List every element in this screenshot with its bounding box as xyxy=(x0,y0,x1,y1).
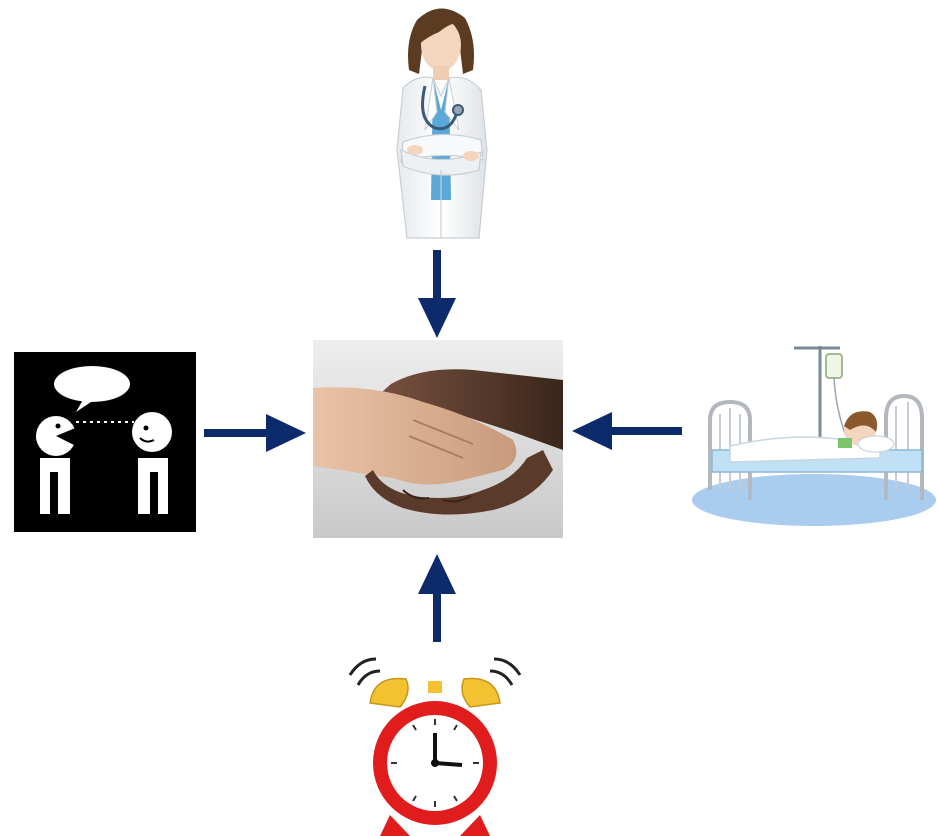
arrow-patient-to-handshake xyxy=(572,412,682,450)
handshake-icon xyxy=(313,340,563,538)
hospital-bed-patient-icon xyxy=(690,340,938,530)
arrow-doctor-to-handshake xyxy=(418,250,456,338)
arrow-clock-to-handshake xyxy=(418,554,456,642)
doctor-icon xyxy=(355,0,525,240)
alarm-clock-icon xyxy=(340,645,530,836)
arrow-conversation-to-handshake xyxy=(204,414,306,452)
conversation-icon xyxy=(14,352,196,532)
